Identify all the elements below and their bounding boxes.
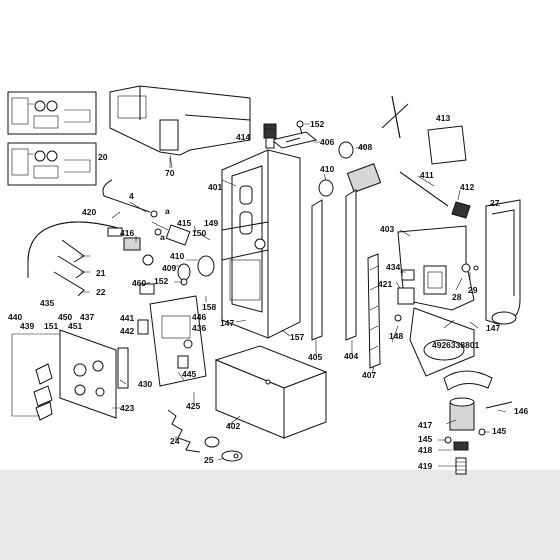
- label-409: 409: [162, 263, 176, 273]
- label-405: 405: [308, 352, 322, 362]
- label-450: 450: [58, 312, 72, 322]
- part-number-labels: 414 152 406 408 413 70 20 401 410 411 41…: [8, 113, 528, 471]
- slide-rails: [311, 189, 381, 369]
- carrying-case-part: [109, 85, 251, 169]
- label-435: 435: [40, 298, 54, 308]
- label-406: 406: [320, 137, 334, 147]
- label-407: 407: [362, 370, 376, 380]
- label-147-right: 147: [486, 323, 500, 333]
- spring-410: [318, 179, 334, 197]
- label-147-mid: 147: [220, 318, 234, 328]
- label-a-2: a: [160, 232, 165, 242]
- label-410-side: 410: [170, 251, 184, 261]
- coupling-part-416: [123, 237, 154, 266]
- label-152-side: 152: [154, 276, 168, 286]
- chip-guard-27: [485, 199, 521, 325]
- bracket-406: [270, 131, 318, 149]
- label-28: 28: [452, 292, 462, 302]
- small-parts-28-29-421-434: [394, 263, 479, 322]
- label-24: 24: [170, 436, 180, 446]
- label-70: 70: [165, 168, 175, 178]
- label-436: 436: [192, 323, 206, 333]
- wiring-inset-lower: [7, 142, 97, 186]
- footer-band: [0, 470, 560, 560]
- clamp-25: [221, 450, 243, 462]
- label-29: 29: [468, 285, 478, 295]
- label-439: 439: [20, 321, 34, 331]
- label-418: 418: [418, 445, 432, 455]
- label-441: 441: [120, 313, 134, 323]
- label-408: 408: [358, 142, 372, 152]
- label-158: 158: [202, 302, 216, 312]
- lever-arm-411: [399, 171, 471, 219]
- label-437: 437: [80, 312, 94, 322]
- column-stand-part: [221, 149, 301, 339]
- cover-plate-413: [427, 125, 467, 165]
- magnet-base-402: [214, 345, 328, 439]
- label-421: 421: [378, 279, 392, 289]
- label-25: 25: [204, 455, 214, 465]
- rollers-409-410: [154, 224, 215, 281]
- label-425: 425: [186, 401, 200, 411]
- label-151: 151: [44, 321, 58, 331]
- label-412: 412: [460, 182, 474, 192]
- label-a-1: a: [165, 206, 170, 216]
- label-451: 451: [68, 321, 82, 331]
- label-150: 150: [192, 228, 206, 238]
- hex-key-set: [53, 239, 85, 297]
- pinion-shaft-part: [338, 95, 409, 193]
- label-145-left: 145: [418, 434, 432, 444]
- label-401: 401: [208, 182, 222, 192]
- label-part-number: 4926338801: [432, 340, 480, 350]
- label-157: 157: [290, 332, 304, 342]
- control-board-425: [137, 283, 207, 387]
- label-410-top: 410: [320, 164, 334, 174]
- label-413: 413: [436, 113, 450, 123]
- label-411: 411: [420, 170, 434, 180]
- wiring-inset-upper: [7, 91, 97, 135]
- label-440: 440: [8, 312, 22, 322]
- label-152-top: 152: [310, 119, 324, 129]
- label-423: 423: [120, 403, 134, 413]
- label-149: 149: [204, 218, 218, 228]
- flexible-hose-part: [27, 221, 123, 278]
- fitting-414: [263, 123, 277, 149]
- label-416: 416: [120, 228, 134, 238]
- arbor-assembly: [443, 370, 513, 475]
- label-4: 4: [129, 191, 134, 201]
- label-420: 420: [82, 207, 96, 217]
- label-21: 21: [96, 268, 106, 278]
- label-404: 404: [344, 351, 358, 361]
- label-434: 434: [386, 262, 400, 272]
- label-20: 20: [98, 152, 108, 162]
- label-148: 148: [389, 331, 403, 341]
- handle-rod-part: [102, 179, 158, 218]
- label-402: 402: [226, 421, 240, 431]
- motor-housing-403: [397, 225, 475, 377]
- chain-24: [167, 409, 220, 453]
- control-panel-423: [11, 329, 129, 421]
- label-27: 27: [490, 198, 500, 208]
- label-415: 415: [177, 218, 191, 228]
- label-146: 146: [514, 406, 528, 416]
- label-442: 442: [120, 326, 134, 336]
- label-414: 414: [236, 132, 250, 142]
- label-403: 403: [380, 224, 394, 234]
- label-446: 446: [192, 312, 206, 322]
- leader-lines: [80, 123, 507, 467]
- label-145-right: 145: [492, 426, 506, 436]
- label-419: 419: [418, 461, 432, 471]
- label-22: 22: [96, 287, 106, 297]
- label-445: 445: [182, 369, 196, 379]
- label-417: 417: [418, 420, 432, 430]
- label-460: 460: [132, 278, 146, 288]
- label-430: 430: [138, 379, 152, 389]
- screw-152-top: [296, 120, 304, 135]
